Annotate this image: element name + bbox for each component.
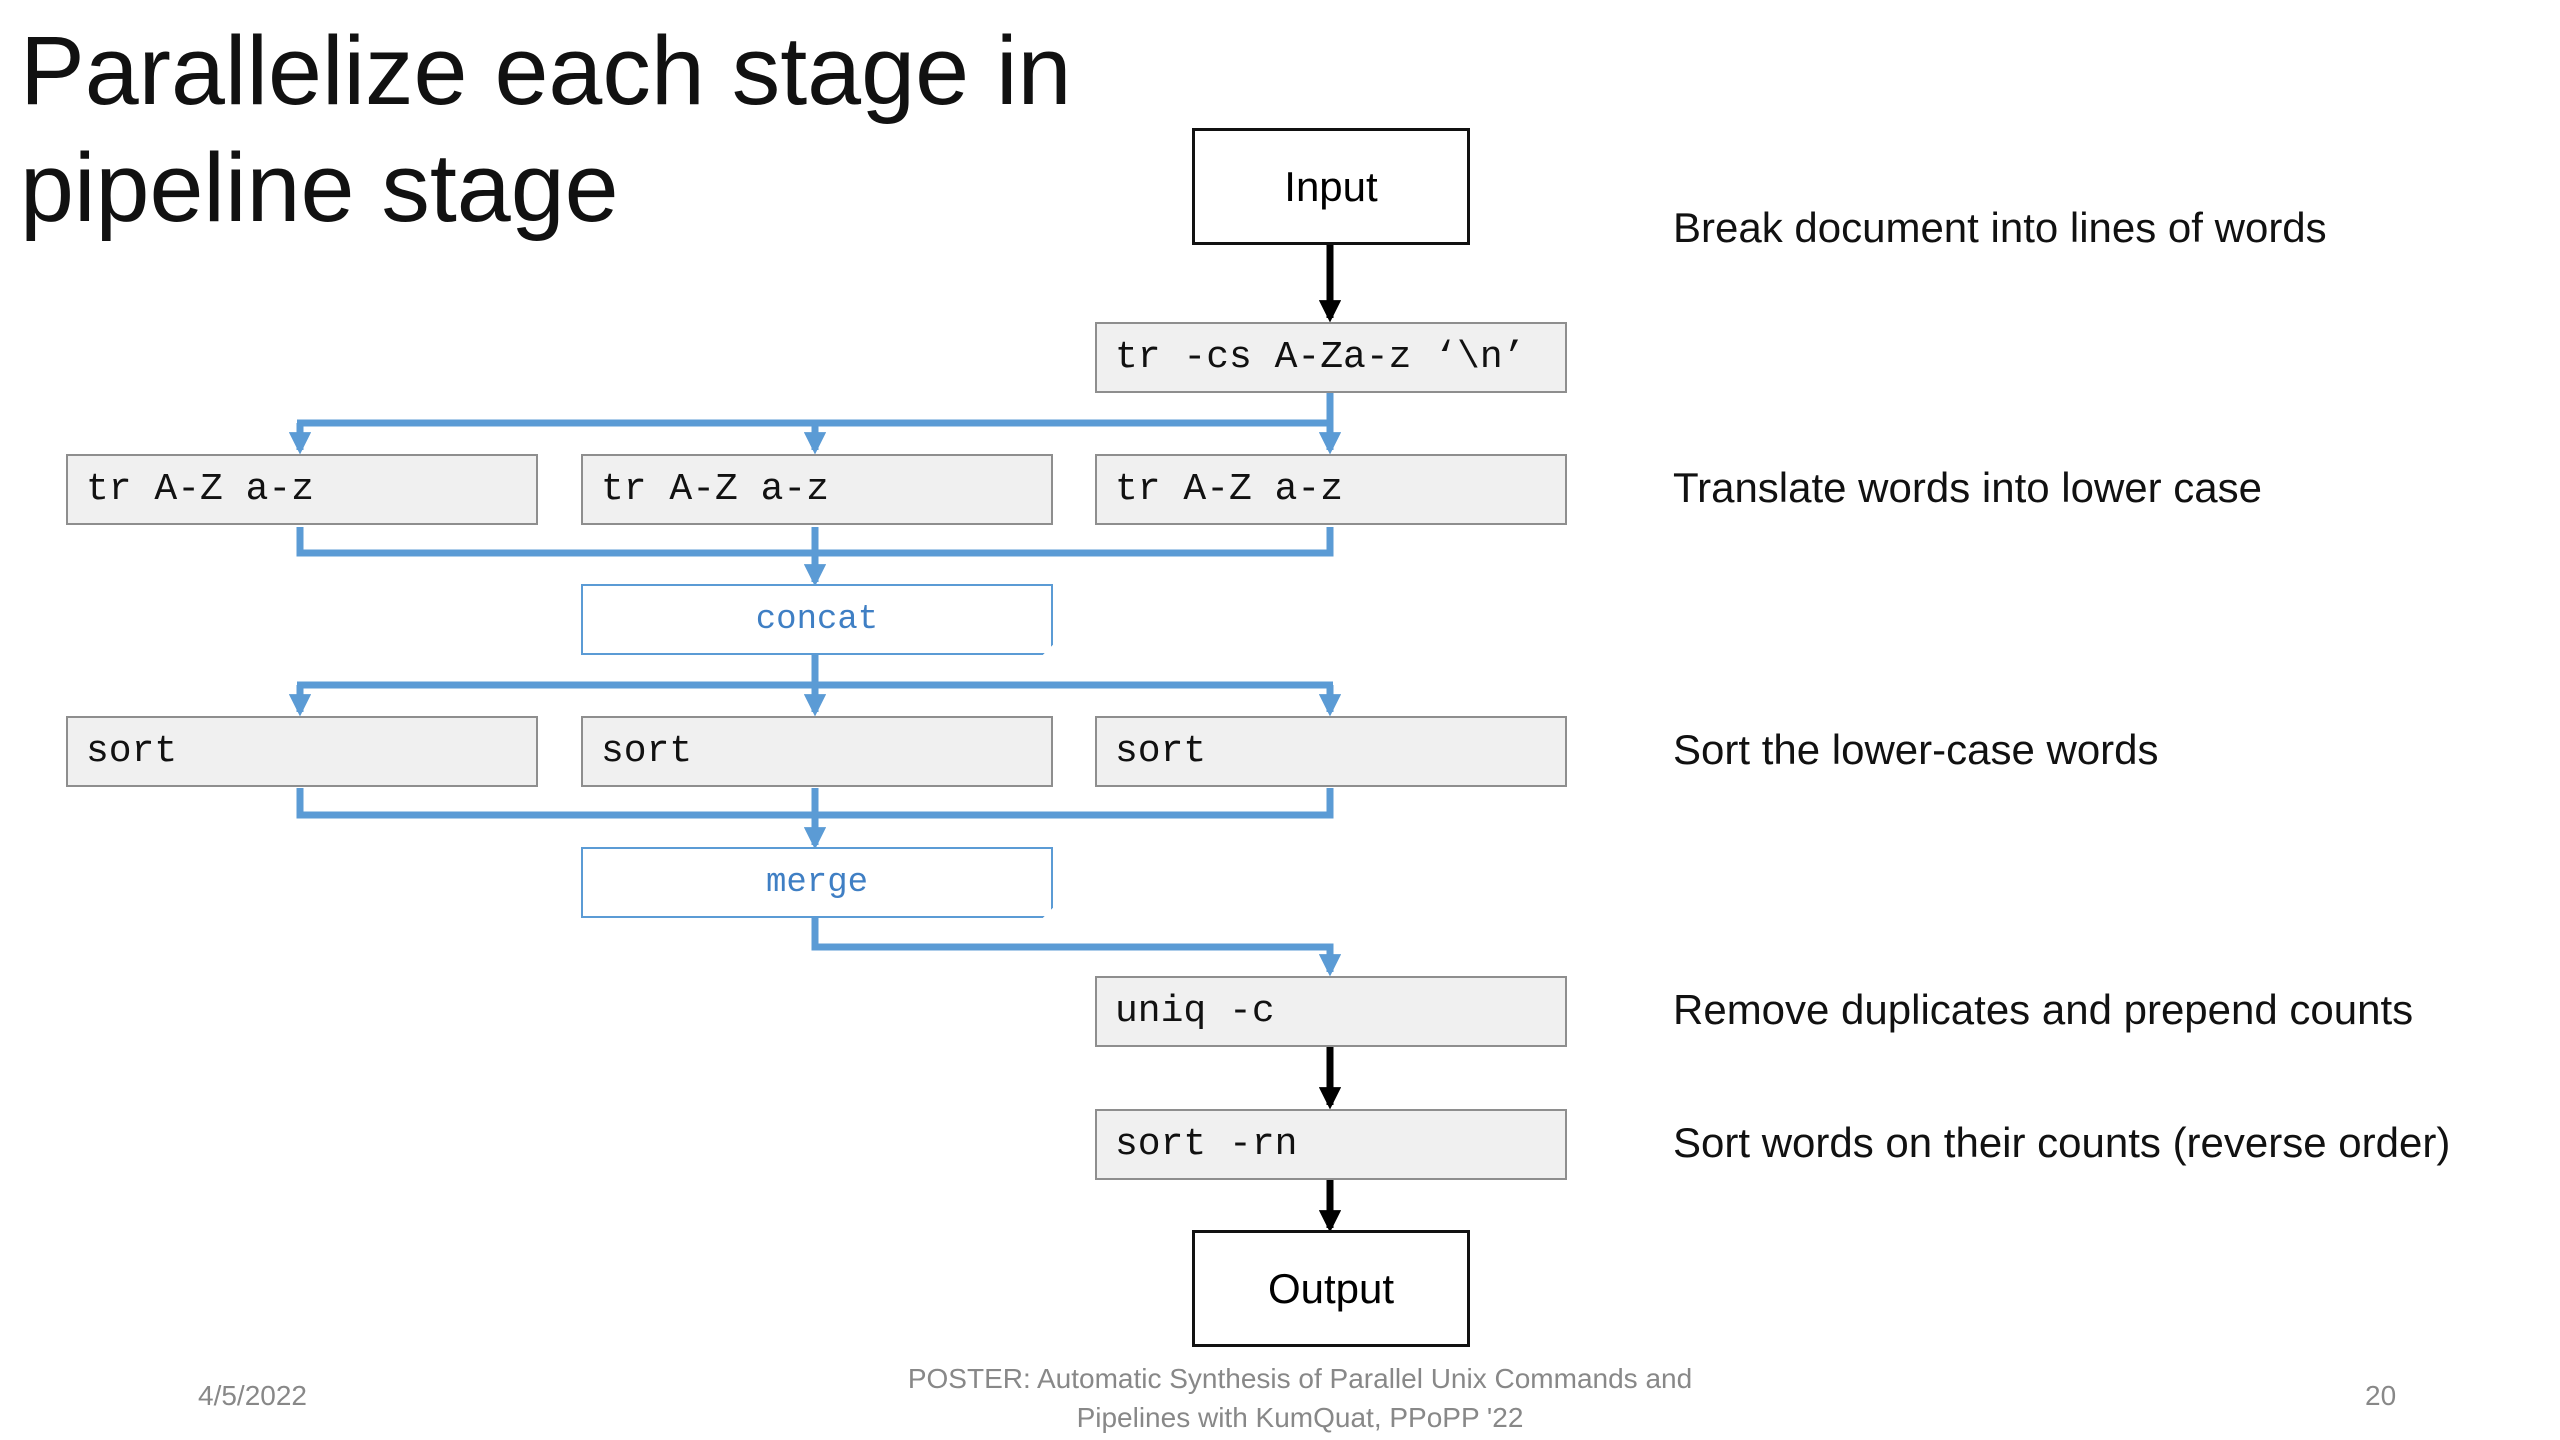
desc-sort-counts: Sort words on their counts (reverse orde… [1673, 1119, 2451, 1166]
slide-title: Parallelize each stage in pipeline stage [20, 16, 1072, 242]
input-label: Input [1284, 162, 1378, 210]
lower-command-3: tr A-Z a-z [1095, 454, 1567, 525]
desc-break: Break document into lines of words [1673, 204, 2327, 251]
footer-date: 4/5/2022 [198, 1380, 307, 1411]
arrow-merge-to-uniq [811, 918, 1342, 977]
concat-combiner: concat [581, 584, 1054, 656]
footer-citation: POSTER: Automatic Synthesis of Parallel … [850, 1359, 1750, 1437]
lower-command-1: tr A-Z a-z [66, 454, 538, 525]
uniq-command: uniq -c [1095, 976, 1567, 1047]
merge-combiner: merge [581, 847, 1054, 919]
split-command: tr -cs A-Za-z ‘\n’ [1095, 322, 1567, 393]
output-box: Output [1192, 1230, 1470, 1347]
desc-dedupe: Remove duplicates and prepend counts [1673, 986, 2414, 1033]
footer-citation-line-1: POSTER: Automatic Synthesis of Parallel … [907, 1363, 1693, 1394]
sort-command-3: sort [1095, 716, 1567, 787]
output-label: Output [1267, 1264, 1395, 1312]
footer-citation-line-2: Pipelines with KumQuat, PPoPP '22 [1076, 1402, 1524, 1433]
sort-command-2: sort [581, 716, 1053, 787]
sort-rn-command: sort -rn [1095, 1109, 1567, 1180]
lower-command-2: tr A-Z a-z [581, 454, 1053, 525]
desc-sort: Sort the lower-case words [1673, 726, 2159, 773]
desc-translate: Translate words into lower case [1673, 464, 2263, 511]
sort-command-1: sort [66, 716, 538, 787]
input-box: Input [1192, 128, 1470, 245]
footer-page-number: 20 [2365, 1380, 2397, 1411]
